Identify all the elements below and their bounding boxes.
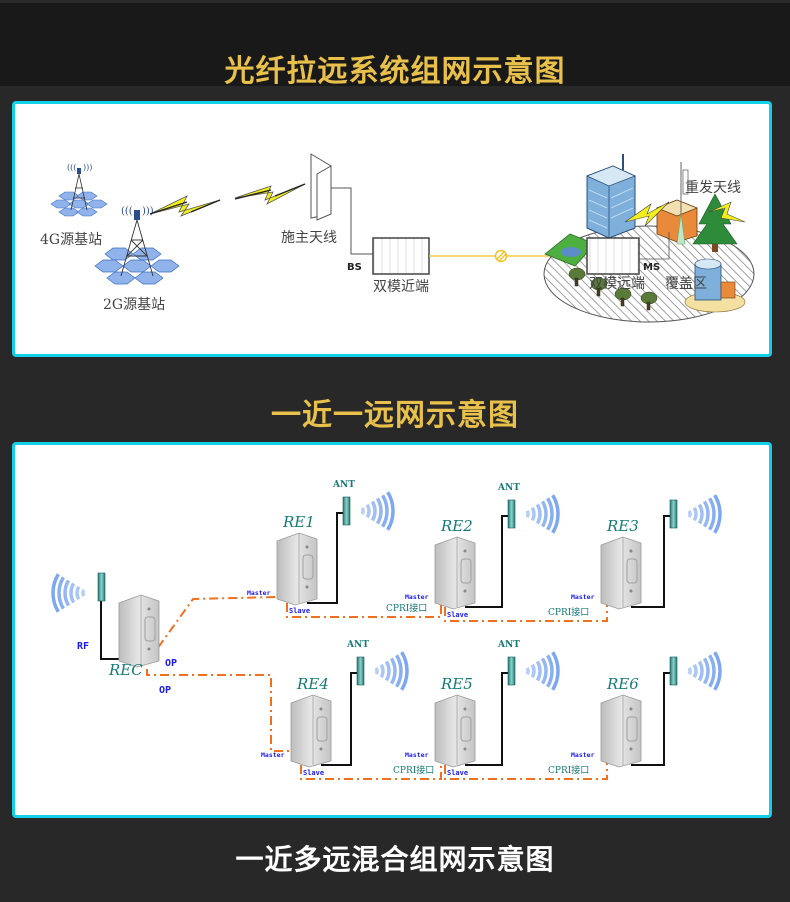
cpri-link-2 (444, 599, 608, 622)
re4-signal-waves-icon (374, 651, 409, 691)
cpri-label-4: CPRI接口 (548, 764, 589, 776)
re6-master-label: Master (571, 751, 595, 759)
label-rec: REC (108, 661, 143, 679)
section-title-mixed-network: 一近多远混合组网示意图 (235, 843, 555, 876)
base-station-4g-icon: ((( ))) (50, 163, 108, 217)
fiber-rec-to-re4 (146, 669, 293, 752)
re5-antenna-icon (507, 656, 516, 686)
pine-tree-icon (692, 193, 738, 252)
top-divider (0, 0, 790, 3)
re3-master-label: Master (571, 593, 595, 601)
cpri-link-1 (286, 599, 442, 618)
label-2g-source: 2G源基站 (103, 296, 165, 313)
label-op-1: OP (165, 658, 177, 669)
re4-slave-label: Slave (303, 769, 324, 777)
re6-label: RE6 (606, 675, 639, 693)
re1-signal-waves-icon (360, 491, 395, 531)
remote-unit-icon (586, 237, 640, 275)
re4-antenna-icon (356, 656, 365, 686)
re5-slave-label: Slave (447, 769, 468, 777)
cpri-label-1: CPRI接口 (386, 602, 427, 614)
re5-antenna-cable (465, 672, 508, 766)
re2-label: RE2 (440, 517, 473, 535)
svg-text:(((: ((( (67, 163, 76, 172)
header-band (0, 0, 790, 86)
re5-signal-waves-icon (525, 651, 560, 691)
re1-antenna-cable (307, 512, 343, 604)
shop-building-icon (655, 199, 699, 243)
re5-ant-label: ANT (497, 640, 520, 650)
re4-label: RE4 (296, 675, 329, 693)
re3-signal-waves-icon (687, 494, 722, 534)
re2-ant-label: ANT (497, 483, 520, 493)
svg-text:))): ))) (142, 206, 154, 217)
re4-ant-label: ANT (346, 640, 369, 650)
cpri-label-3: CPRI接口 (393, 764, 434, 776)
re1-unit-icon (276, 532, 318, 606)
re4-unit-icon (290, 694, 332, 768)
re6-antenna-cable (631, 672, 670, 766)
label-rf: RF (77, 641, 89, 652)
rec-unit-icon (118, 594, 160, 668)
cpri-label-2: CPRI接口 (548, 606, 589, 618)
re5-unit-icon (434, 694, 476, 768)
base-station-2g-icon: ((( ))) (94, 206, 180, 285)
re1-label: RE1 (282, 513, 315, 531)
label-ms: MS (643, 262, 660, 273)
label-bs: BS (347, 262, 362, 273)
label-remote-unit: 双模远端 (589, 276, 645, 292)
label-4g-source: 4G源基站 (40, 231, 102, 248)
re3-antenna-icon (669, 499, 678, 529)
fiber-system-svg: ((( ))) 4G源基站 ((( ))) 2G源基站 (40, 153, 755, 323)
re2-slave-label: Slave (447, 611, 468, 619)
svg-text:))): ))) (83, 163, 92, 172)
rec-signal-waves-icon (51, 573, 86, 613)
re2-antenna-cable (465, 515, 508, 608)
label-near-unit: 双模近端 (373, 279, 429, 295)
re1-ant-label: ANT (332, 480, 355, 490)
fiber-connector-icon (494, 249, 508, 263)
re1-master-label: Master (247, 589, 271, 597)
re2-master-label: Master (405, 593, 429, 601)
re3-label: RE3 (606, 517, 639, 535)
re6-antenna-icon (669, 656, 678, 686)
rec-antenna-icon (97, 572, 106, 602)
re3-antenna-cable (631, 515, 670, 608)
label-donor-antenna: 施主天线 (281, 230, 337, 246)
re2-antenna-icon (507, 499, 516, 529)
wireless-link-icon (149, 183, 306, 217)
donor-antenna-icon (310, 153, 373, 255)
diagram-fiber-system: ((( ))) 4G源基站 ((( ))) 2G源基站 (12, 101, 772, 357)
re4-antenna-cable (321, 672, 357, 766)
re6-signal-waves-icon (687, 651, 722, 691)
cpri-link-3 (300, 757, 442, 780)
rec-rf-cable (100, 601, 121, 660)
re6-unit-icon (600, 694, 642, 768)
near-unit-icon (372, 237, 430, 275)
re4-master-label: Master (261, 751, 285, 759)
service-antenna-icon (676, 162, 689, 245)
section-title-fiber-system: 光纤拉远系统组网示意图 (224, 54, 566, 89)
fiber-rec-to-re1 (146, 596, 278, 664)
svg-text:(((: ((( (121, 206, 133, 217)
re1-antenna-icon (342, 496, 351, 526)
tree-cluster-icon (568, 267, 658, 311)
re3-unit-icon (600, 536, 642, 610)
re2-unit-icon (434, 536, 476, 610)
re2-signal-waves-icon (525, 494, 560, 534)
re5-master-label: Master (405, 751, 429, 759)
office-building-icon (585, 154, 637, 239)
re5-label: RE5 (440, 675, 473, 693)
coverage-link-icon (624, 201, 746, 227)
section-title-one-near-one-far: 一近一远网示意图 (271, 398, 519, 433)
network-topology-svg: RE1ANTMasterSlaveRE2ANTMasterSlaveRE3Mas… (51, 480, 722, 780)
label-service-antenna: 重发天线 (685, 180, 741, 196)
round-building-icon (684, 258, 746, 313)
re1-slave-label: Slave (289, 607, 310, 615)
cpri-link-4 (444, 757, 608, 780)
label-op-2: OP (159, 685, 171, 696)
label-coverage: 覆盖区 (665, 276, 707, 292)
